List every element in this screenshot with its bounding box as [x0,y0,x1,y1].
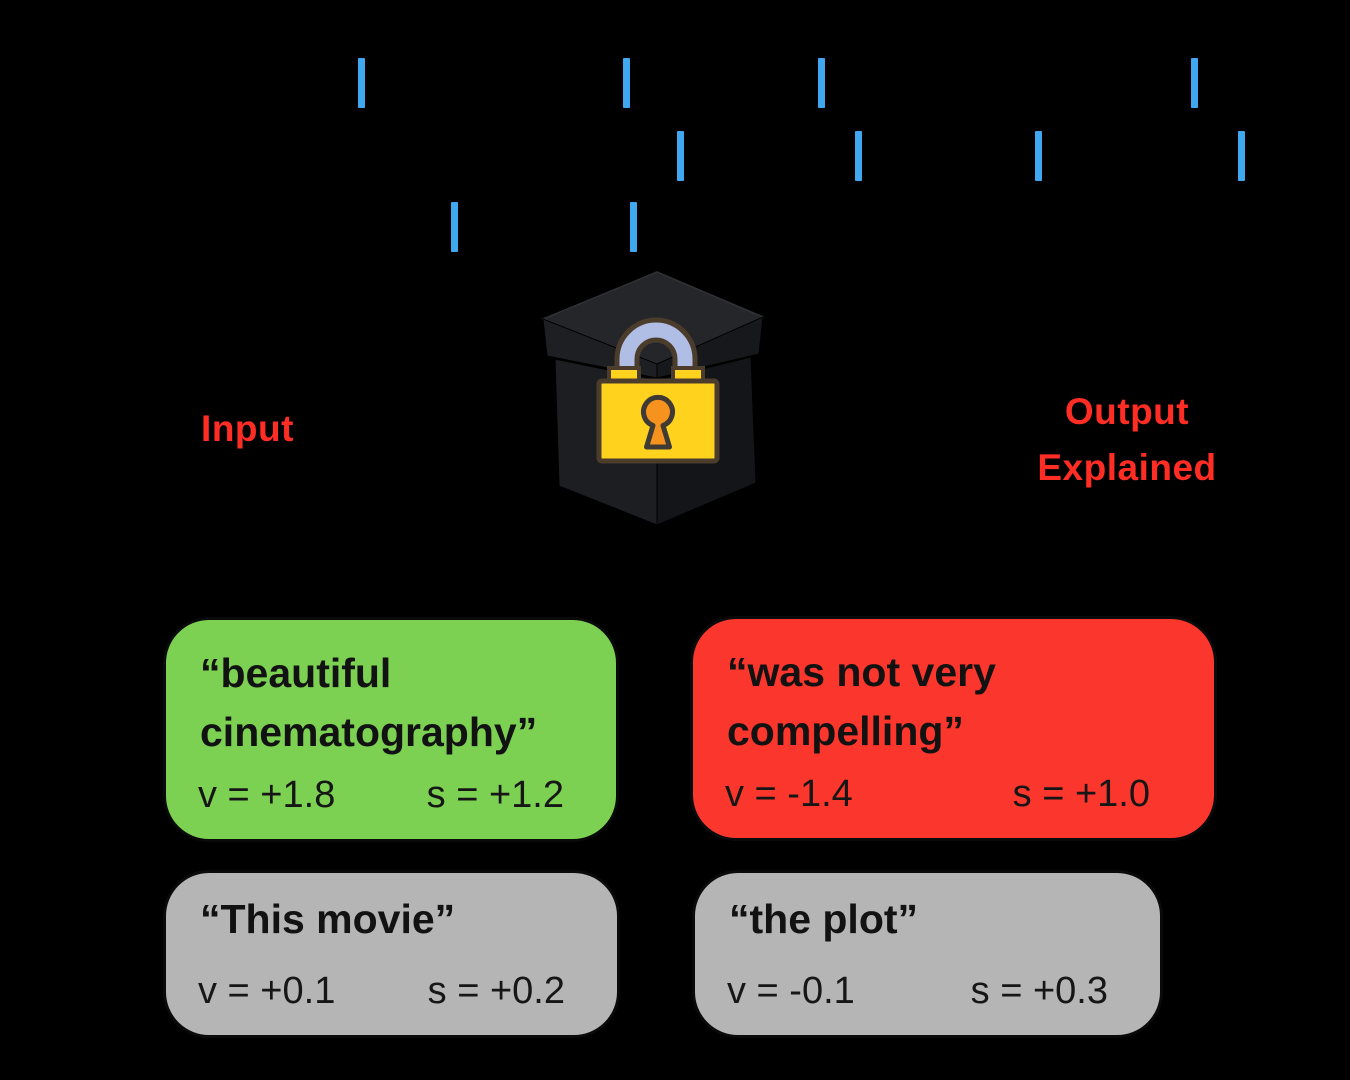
output-label-line2: Explained [1037,447,1217,488]
valence-score: v = -0.1 [727,970,855,1012]
highlight-tick [630,202,637,252]
output-label-line1: Output [1064,391,1190,432]
phrase-card-neutral-2: “the plot” v = -0.1 s = +0.3 [692,870,1163,1038]
saliency-score: s = +1.2 [426,774,564,816]
locked-black-box-icon [540,271,765,526]
valence-score: v = +0.1 [198,970,336,1012]
saliency-score: s = +0.2 [427,970,565,1012]
highlight-tick [358,58,365,108]
phrase-card-positive: “beautiful cinematography” v = +1.8 s = … [163,617,619,842]
valence-score: v = +1.8 [198,774,336,816]
phrase-text: “beautiful cinematography” [200,650,538,755]
phrase-card-neutral-1: “This movie” v = +0.1 s = +0.2 [163,870,620,1038]
highlight-tick [623,58,630,108]
highlight-tick [1238,131,1245,181]
highlight-tick [818,58,825,108]
saliency-score: s = +1.0 [1012,773,1150,815]
saliency-score: s = +0.3 [970,970,1108,1012]
phrase-card-negative: “was not very compelling” v = -1.4 s = +… [690,616,1217,841]
highlight-tick [1035,131,1042,181]
input-label: Input [201,408,294,449]
highlight-tick [677,131,684,181]
highlight-tick [855,131,862,181]
phrase-text: “was not very compelling” [727,649,996,754]
highlight-tick [451,202,458,252]
phrase-text: “This movie” [200,896,456,942]
highlight-tick [1191,58,1198,108]
valence-score: v = -1.4 [725,773,853,815]
output-label: Output Explained [1018,384,1236,496]
phrase-text: “the plot” [729,896,919,942]
